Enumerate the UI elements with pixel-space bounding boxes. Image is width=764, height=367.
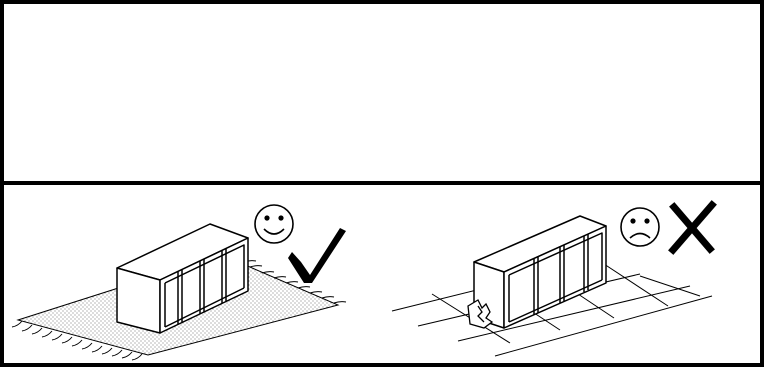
check-mark-icon [288, 228, 346, 283]
correct-example [11, 204, 347, 361]
incorrect-example [391, 200, 717, 357]
bookcase-incorrect [473, 215, 607, 329]
frowning-face-icon [620, 207, 660, 247]
bookcase-correct [116, 223, 249, 334]
x-mark-icon [668, 200, 717, 255]
top-panel [0, 0, 764, 185]
smiley-face-icon [254, 204, 294, 244]
chipped-edge-icon [467, 299, 494, 329]
